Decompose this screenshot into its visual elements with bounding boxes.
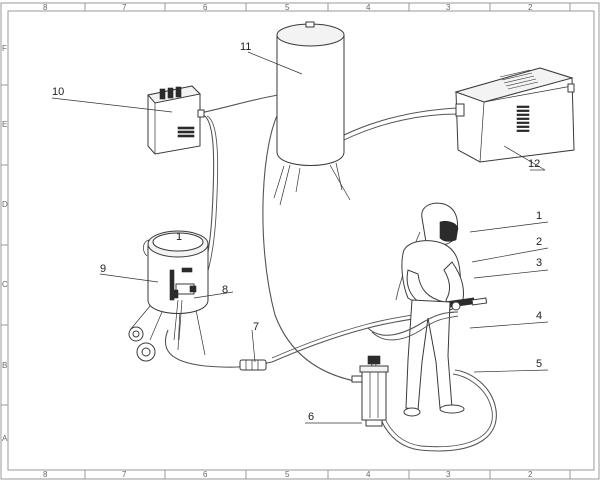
vent-top	[499, 69, 539, 90]
col-label-bottom: 5	[285, 470, 290, 479]
callout-8: 8	[222, 284, 228, 296]
row-label: B	[2, 361, 7, 370]
callout-2: 2	[536, 236, 542, 248]
row-label: C	[2, 280, 8, 289]
col-label-top: 8	[43, 3, 48, 12]
left-zone-ruler: F E D C B A	[1, 44, 8, 443]
air-filter-6	[351, 355, 389, 427]
callout-labels: 1 2 3 4 5 6 7 8 9 10 11 12 1	[52, 41, 542, 423]
compressor-12	[454, 67, 575, 163]
callout-7: 7	[253, 321, 259, 333]
operator-figure	[367, 202, 488, 417]
pot-valve-assembly	[169, 267, 197, 341]
hose-coupling-7	[239, 359, 267, 371]
pot-lid-marking: 1	[176, 231, 182, 243]
leader-lines	[51, 51, 549, 424]
blast-pot-9	[128, 230, 209, 362]
callout-6: 6	[308, 411, 314, 423]
col-label-bottom: 3	[446, 470, 451, 479]
row-label: F	[2, 44, 7, 53]
col-label-top: 4	[366, 3, 371, 12]
filter-box-10	[147, 85, 205, 155]
callout-10: 10	[52, 86, 64, 98]
col-label-top: 2	[528, 3, 533, 12]
row-label: E	[2, 120, 7, 129]
col-label-bottom: 4	[366, 470, 371, 479]
bottom-zone-ruler: 8 7 6 5 4 3 2	[43, 470, 571, 479]
callout-11: 11	[240, 41, 251, 53]
air-tank-11	[273, 21, 351, 206]
row-label: D	[2, 200, 8, 209]
callout-9: 9	[100, 263, 106, 275]
col-label-top: 3	[446, 3, 451, 12]
vent-side	[516, 105, 530, 132]
col-label-top: 5	[285, 3, 290, 12]
hose-network	[164, 94, 497, 452]
callout-3: 3	[536, 257, 542, 269]
col-label-bottom: 6	[203, 470, 208, 479]
col-label-bottom: 2	[528, 470, 533, 479]
callout-4: 4	[536, 310, 542, 322]
top-zone-ruler: 8 7 6 5 4 3 2	[43, 3, 571, 12]
callout-5: 5	[536, 358, 542, 370]
row-label: A	[2, 434, 8, 443]
col-label-top: 7	[122, 3, 127, 12]
callout-12: 12	[528, 158, 540, 170]
callout-1: 1	[536, 210, 542, 222]
drawing-border	[7, 10, 595, 471]
col-label-top: 6	[203, 3, 208, 12]
col-label-bottom: 7	[122, 470, 127, 479]
col-label-bottom: 8	[43, 470, 48, 479]
